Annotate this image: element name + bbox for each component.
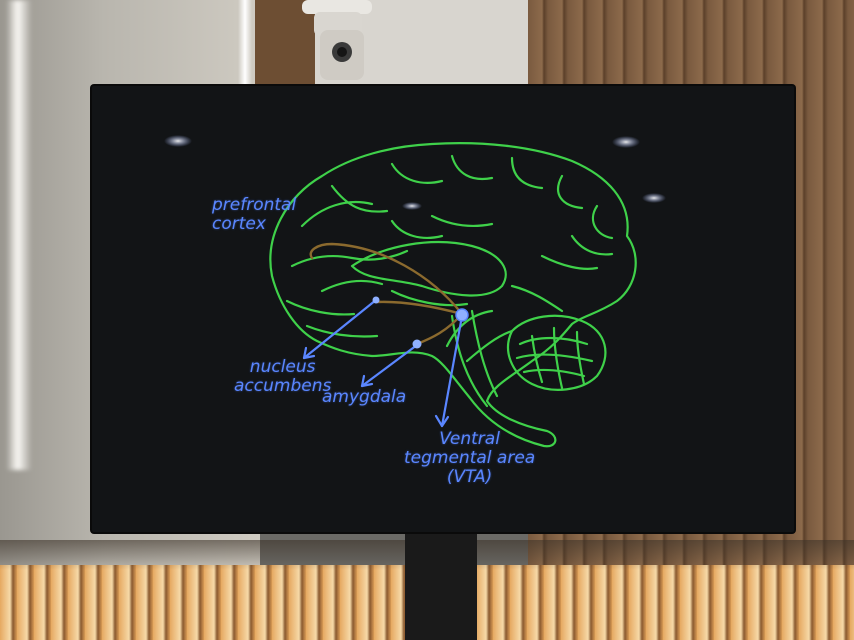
amygdala-marker [412,339,422,349]
brain-outline [269,142,637,448]
display-monitor: prefrontal cortex nucleus accumbens amyg… [92,86,794,532]
label-nucleus-accumbens: nucleus accumbens [234,357,332,396]
annotation-arrows [302,298,464,428]
wood-pillar [255,0,315,100]
light-reflection [642,193,666,203]
monitor-stand [405,528,477,640]
label-amygdala: amygdala [322,387,407,407]
brain-diagram [164,135,666,448]
label-vta: Ventral tegmental area (VTA) [404,429,536,487]
wall-light-strip [6,0,32,470]
nucleus-accumbens-marker [372,296,380,304]
light-reflection [402,202,422,210]
light-reflection [164,135,192,147]
wall-light-strip-right [238,0,252,100]
light-reflection [612,136,640,148]
label-prefrontal-cortex: prefrontal cortex [212,195,297,234]
vta-marker [455,308,469,322]
ceiling-camera [302,0,372,80]
